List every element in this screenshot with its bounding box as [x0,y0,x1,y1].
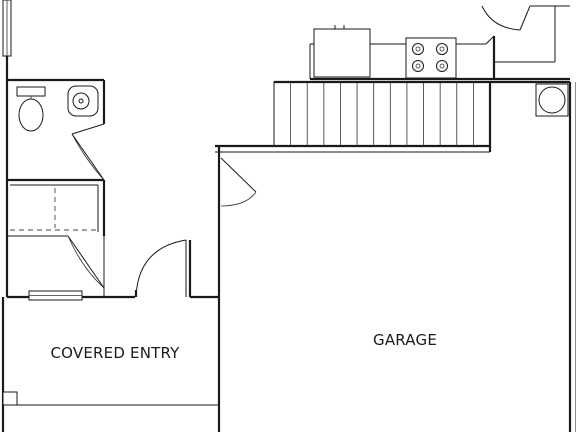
sink [67,85,99,117]
upper-right-walls [481,5,570,79]
closet-door[interactable] [67,235,105,297]
hall-window [28,290,83,301]
garage-label: GARAGE [373,331,437,349]
left-window [2,0,12,57]
garage-door[interactable] [218,157,257,207]
entry-door[interactable] [134,239,191,298]
stove [405,37,457,79]
closet-shelves [10,184,99,232]
toilet [16,86,46,132]
covered-entry-label: COVERED ENTRY [50,344,180,362]
water-heater [535,83,569,117]
refrigerator [313,25,371,78]
garage-walls [215,82,576,432]
bathroom-door[interactable] [71,123,105,181]
staircase [273,81,491,147]
covered-entry-outline [2,297,221,432]
